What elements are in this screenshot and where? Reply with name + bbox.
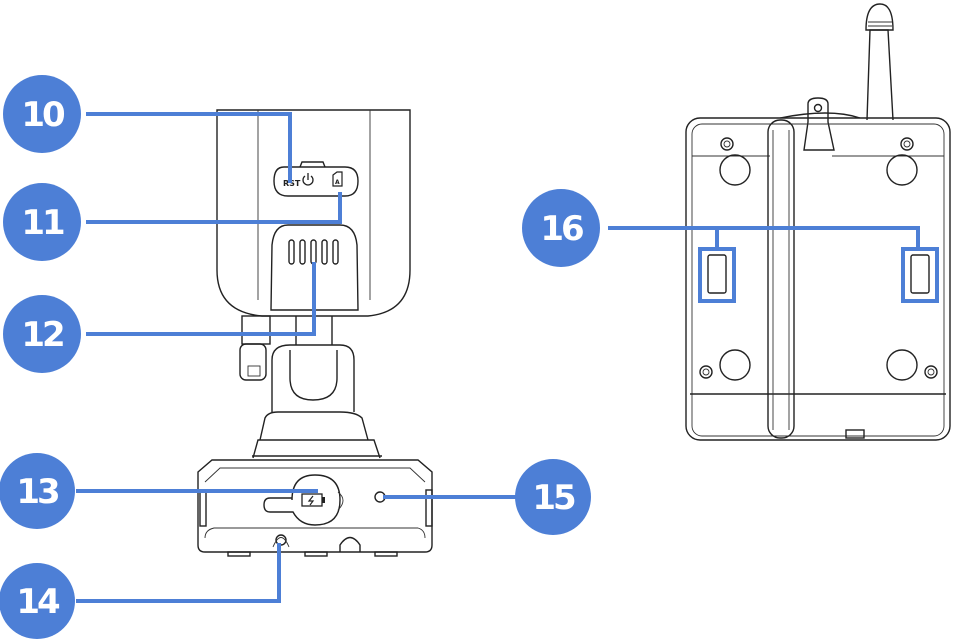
screw-holes — [699, 137, 938, 379]
callout-badge-13: 13 — [0, 453, 75, 529]
camera-body — [216, 109, 411, 317]
camera-front-view: RST A — [197, 109, 433, 557]
svg-text:15: 15 — [532, 478, 575, 518]
svg-text:16: 16 — [540, 209, 583, 249]
base-box — [197, 459, 433, 553]
callout-box-16-right — [901, 247, 939, 303]
callout-line-10 — [86, 112, 292, 183]
sd-card-icon: A — [332, 171, 343, 187]
reset-label: RST — [283, 179, 301, 188]
base-upper — [259, 411, 369, 441]
power-icon — [302, 173, 314, 186]
callout-badge-15: 15 — [515, 459, 591, 535]
base-bottom-bevel — [204, 527, 426, 539]
mounting-slot-left — [707, 254, 727, 294]
callout-badge-11: 11 — [3, 183, 81, 261]
rubber-pads — [719, 154, 918, 381]
svg-text:A: A — [335, 179, 340, 186]
callout-lines — [76, 112, 939, 603]
base-notch — [339, 536, 361, 552]
hang-hole — [813, 103, 823, 113]
speaker-grille — [288, 239, 339, 265]
base-side-left — [199, 489, 207, 527]
base-bevel — [204, 467, 426, 483]
svg-text:11: 11 — [21, 203, 64, 243]
callout-badge-16: 16 — [522, 189, 600, 267]
battery-charging-icon — [301, 493, 325, 507]
callout-line-14 — [76, 543, 281, 603]
callout-box-16-left — [698, 247, 736, 303]
callout-line-12 — [86, 262, 316, 336]
speaker-module — [270, 224, 359, 311]
top-arc — [779, 112, 861, 119]
panel-tab — [299, 161, 326, 168]
center-rail — [767, 119, 795, 439]
mount-bracket — [271, 344, 355, 412]
callout-badge-12: 12 — [3, 295, 81, 373]
foot — [304, 551, 328, 557]
mount-plate-inner — [691, 123, 945, 437]
back-mount-view — [685, 3, 951, 441]
svg-text:10: 10 — [21, 95, 65, 135]
antenna — [865, 3, 894, 121]
bracket-cutout — [289, 350, 338, 401]
svg-text:14: 14 — [16, 582, 60, 622]
charging-port-cover — [263, 474, 344, 526]
callout-badge-10: 10 — [3, 75, 81, 153]
callout-badges: 10 11 12 13 14 15 16 — [0, 75, 600, 639]
bottom-clip — [845, 429, 865, 439]
mount-plate — [685, 117, 951, 441]
svg-text:13: 13 — [16, 472, 58, 512]
base-flange — [252, 439, 381, 459]
foot — [227, 551, 251, 557]
svg-text:12: 12 — [21, 315, 63, 355]
bottom-hole-rim — [272, 537, 290, 548]
callout-badge-14: 14 — [0, 563, 75, 639]
antenna-connector — [239, 315, 271, 381]
callout-line-11 — [86, 192, 342, 224]
base-side-right — [425, 489, 433, 527]
hang-tab — [803, 97, 835, 151]
mounting-slot-right — [910, 254, 930, 294]
button-panel — [273, 166, 359, 197]
foot — [374, 551, 398, 557]
callout-line-16 — [608, 226, 920, 249]
